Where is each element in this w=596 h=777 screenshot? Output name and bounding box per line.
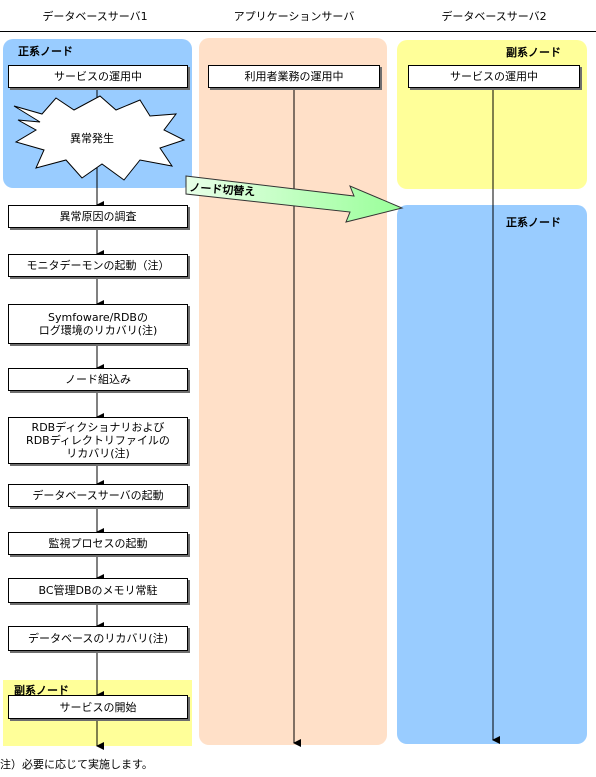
monitor-process-start-text: 監視プロセスの起動 — [48, 537, 148, 550]
dict-recovery-box: RDBディクショナリおよび RDBディレクトリファイルの リカバリ(注) — [8, 417, 188, 464]
db-recovery-text: データベースのリカバリ(注) — [27, 632, 169, 645]
db1-service-running-box: サービスの運用中 — [8, 65, 188, 88]
service-start-box: サービスの開始 — [8, 695, 188, 719]
dict-recovery-text-2: RDBディレクトリファイルの — [26, 434, 170, 447]
node-join-text: ノード組込み — [65, 373, 131, 386]
log-recovery-box: Symfoware/RDBの ログ環境のリカバリ(注) — [8, 304, 188, 344]
app-zone — [199, 38, 387, 745]
dict-recovery-text-1: RDBディクショナリおよび — [31, 421, 165, 434]
db2-service-running-box: サービスの運用中 — [408, 65, 580, 88]
db-server-start-text: データベースサーバの起動 — [32, 489, 164, 502]
db-recovery-box: データベースのリカバリ(注) — [8, 626, 188, 651]
db2-secondary-zone — [397, 40, 587, 189]
monitor-process-start-box: 監視プロセスの起動 — [8, 532, 188, 555]
footnote: 注）必要に応じて実施します。 — [0, 758, 153, 771]
switchover-arrow — [185, 175, 404, 223]
db-server-start-box: データベースサーバの起動 — [8, 484, 188, 507]
log-recovery-text-1: Symfoware/RDBの — [48, 311, 148, 324]
monitor-daemon-box: モニタデーモンの起動（注） — [8, 254, 188, 277]
db1-service-running-text: サービスの運用中 — [54, 70, 142, 83]
header-divider — [0, 31, 596, 32]
service-start-text: サービスの開始 — [59, 700, 137, 714]
dict-recovery-text-3: リカバリ(注) — [66, 447, 130, 460]
db2-secondary-label: 副系ノード — [506, 46, 561, 59]
failure-burst-shape — [13, 95, 186, 181]
app-user-ops-box: 利用者業務の運用中 — [208, 65, 380, 88]
column-header-app: アプリケーションサーバ — [233, 10, 355, 23]
db2-service-running-text: サービスの運用中 — [450, 70, 538, 83]
monitor-daemon-text: モニタデーモンの起動（注） — [26, 259, 170, 272]
db2-primary-zone — [397, 205, 587, 744]
node-join-box: ノード組込み — [8, 368, 188, 391]
failure-label: 異常発生 — [70, 132, 114, 145]
db1-secondary-label: 副系ノード — [14, 684, 69, 697]
db2-primary-label: 正系ノード — [506, 216, 561, 229]
bc-memory-box: BC管理DBのメモリ常駐 — [8, 578, 188, 603]
column-header-db1: データベースサーバ1 — [42, 10, 148, 23]
bc-memory-text: BC管理DBのメモリ常駐 — [38, 584, 158, 597]
investigate-text: 異常原因の調査 — [59, 210, 137, 223]
log-recovery-text-2: ログ環境のリカバリ(注) — [38, 324, 158, 337]
column-header-db2: データベースサーバ2 — [441, 10, 547, 23]
app-user-ops-text: 利用者業務の運用中 — [244, 70, 344, 83]
investigate-box: 異常原因の調査 — [8, 205, 188, 228]
db1-primary-label: 正系ノード — [18, 45, 73, 58]
